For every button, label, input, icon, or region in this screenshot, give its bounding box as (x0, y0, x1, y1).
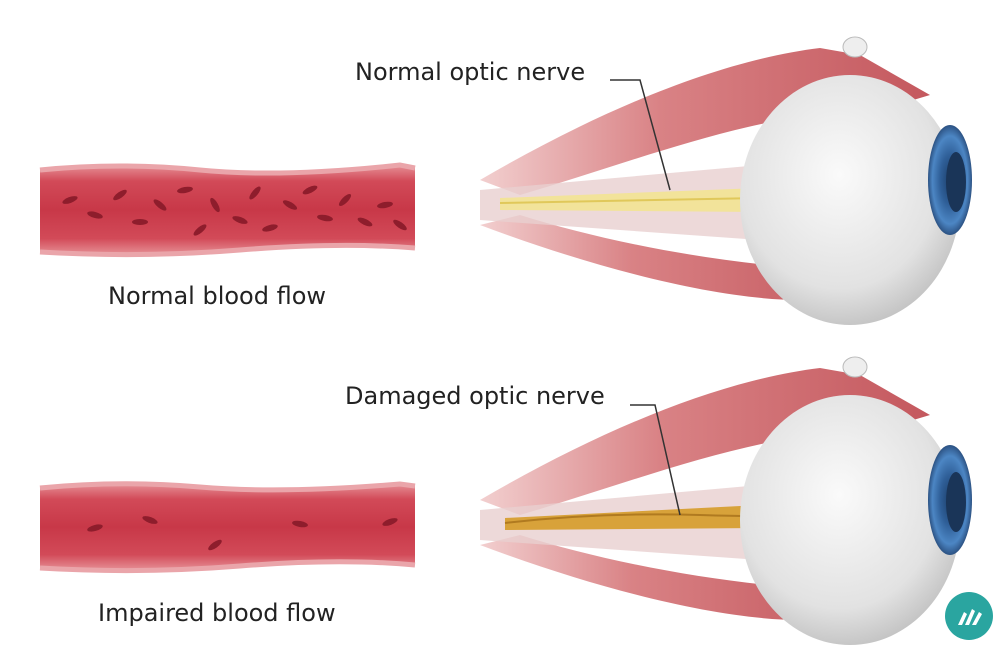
eye-damaged (480, 356, 972, 645)
damaged-optic-nerve-label: Damaged optic nerve (345, 382, 605, 410)
normal-blood-flow-label: Normal blood flow (108, 282, 327, 310)
blood-cells-impaired (87, 516, 398, 551)
normal-optic-nerve-label: Normal optic nerve (355, 58, 586, 86)
vessel-normal (39, 162, 416, 258)
brand-logo-icon (945, 592, 993, 640)
eye-normal (480, 36, 972, 325)
vessel-impaired (39, 481, 416, 574)
impaired-blood-flow-label: Impaired blood flow (98, 599, 336, 627)
blood-cells-normal (62, 185, 407, 236)
